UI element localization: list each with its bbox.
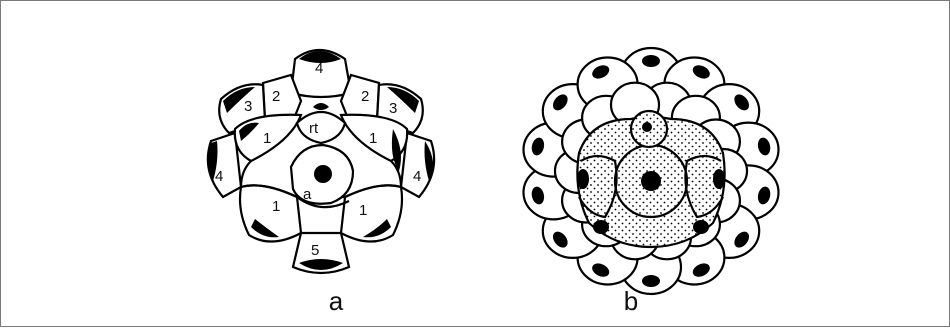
nucleus-inner-bottom-right <box>693 220 709 234</box>
nucleus-rt <box>313 103 329 110</box>
panel-b-cell-cluster <box>524 48 779 294</box>
panel-a-caption: a <box>316 286 356 316</box>
label-a: a <box>303 186 312 203</box>
label-1-lower-right: 1 <box>359 202 367 219</box>
nucleus-inner-right <box>713 169 725 189</box>
nucleus-a <box>314 165 332 183</box>
label-2-left: 2 <box>272 88 280 105</box>
label-1-upper-left: 1 <box>263 130 271 147</box>
nucleus-inner-bottom-left <box>593 220 609 234</box>
label-3-left: 3 <box>244 98 252 115</box>
label-2-right: 2 <box>361 88 369 105</box>
nucleus-inner-left <box>577 169 589 189</box>
nucleus-outer-b <box>642 55 660 67</box>
label-rt: rt <box>309 120 319 137</box>
panel-b-caption: b <box>611 286 651 316</box>
nucleus-top-small-b <box>642 122 652 132</box>
label-1-upper-right: 1 <box>369 130 377 147</box>
label-4-left: 4 <box>215 168 223 185</box>
label-1-lower-left: 1 <box>272 198 280 215</box>
label-3-right: 3 <box>389 100 397 117</box>
label-4-top: 4 <box>315 60 323 77</box>
panel-a-cell-cluster: 4 2 2 3 3 1 1 4 4 1 1 5 rt a <box>207 50 434 273</box>
nucleus-central-b <box>641 171 661 191</box>
label-5-bottom: 5 <box>311 242 319 259</box>
label-4-right: 4 <box>413 168 421 185</box>
rosette-cell-rt <box>297 112 345 143</box>
